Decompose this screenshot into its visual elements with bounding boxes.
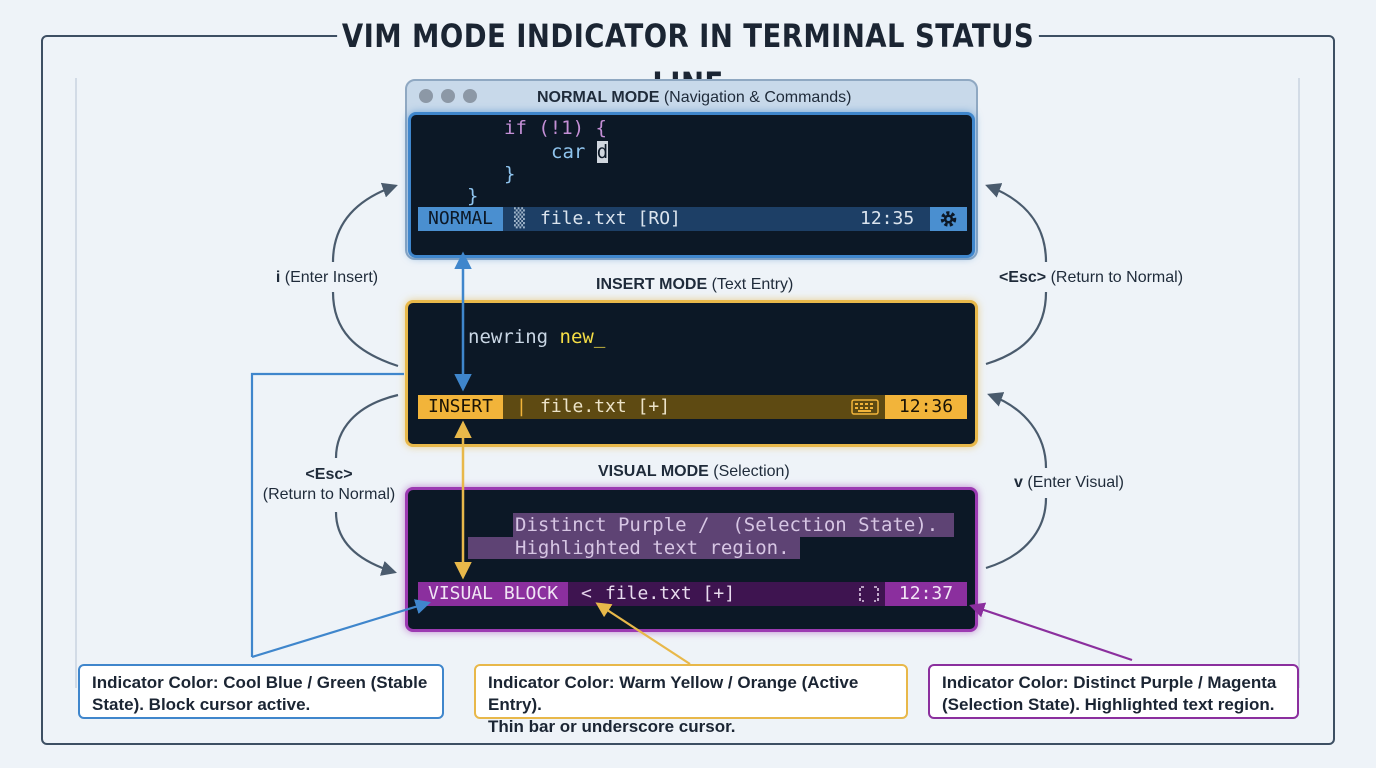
block-cursor: d bbox=[596, 141, 609, 163]
insert-code-text: newring bbox=[468, 326, 560, 348]
selection-highlight bbox=[513, 513, 954, 537]
gear-icon[interactable] bbox=[930, 207, 967, 231]
underscore-cursor: new_ bbox=[559, 326, 606, 348]
callout-line: (Selection State). Highlighted text regi… bbox=[942, 695, 1275, 714]
insert-mode-title-bold: INSERT MODE bbox=[596, 276, 708, 293]
normal-code-line: if (!1) { bbox=[504, 117, 607, 139]
window-controls bbox=[419, 89, 489, 105]
diagram-title: VIM MODE INDICATOR IN TERMINAL STATUS LI… bbox=[337, 12, 1039, 103]
enter-insert-text: (Enter Insert) bbox=[284, 269, 379, 286]
normal-code-line: car d bbox=[551, 140, 609, 164]
bracket-icon bbox=[857, 585, 881, 603]
return-normal-key: <Esc> bbox=[998, 269, 1047, 286]
visual-mode-title-bold: VISUAL MODE bbox=[598, 463, 709, 480]
keyboard-icon bbox=[851, 399, 879, 415]
insert-color-callout: Indicator Color: Warm Yellow / Orange (A… bbox=[474, 664, 908, 736]
callout-line: State). Block cursor active. bbox=[92, 695, 311, 714]
insert-mode-badge: INSERT bbox=[418, 395, 504, 419]
insert-terminal bbox=[405, 300, 978, 447]
visual-return-key: <Esc> bbox=[305, 466, 353, 483]
visual-code-line: Distinct Purple / (Selection State). bbox=[515, 514, 939, 536]
enter-insert-label: i (Enter Insert) bbox=[264, 268, 390, 288]
window-dot-icon bbox=[419, 89, 433, 103]
insert-status-file: file.txt [+] bbox=[540, 396, 671, 417]
right-guide-line bbox=[1298, 78, 1300, 688]
visual-mode-badge: VISUAL BLOCK bbox=[418, 582, 569, 606]
normal-status-file: file.txt [RO] bbox=[540, 208, 681, 229]
visual-return-label: <Esc> (Return to Normal) bbox=[256, 465, 402, 505]
visual-mode-title: VISUAL MODE (Selection) bbox=[598, 462, 790, 482]
insert-status-time: 12:36 bbox=[885, 395, 967, 419]
visual-status-file: file.txt [+] bbox=[605, 583, 736, 604]
window-dot-icon bbox=[441, 89, 455, 103]
return-normal-text: (Return to Normal) bbox=[1050, 269, 1184, 286]
visual-mode-title-rest: (Selection) bbox=[713, 463, 790, 480]
return-normal-label: <Esc> (Return to Normal) bbox=[996, 268, 1186, 288]
normal-status-time: 12:35 bbox=[860, 208, 915, 229]
visual-status-time: 12:37 bbox=[885, 582, 967, 606]
insert-status-line bbox=[418, 395, 967, 419]
visual-code-line: Highlighted text region. bbox=[515, 537, 790, 559]
normal-mode-title-bold: NORMAL MODE bbox=[537, 89, 660, 106]
left-guide-line bbox=[75, 78, 77, 688]
normal-mode-title: NORMAL MODE (Navigation & Commands) bbox=[537, 88, 851, 108]
visual-status-separator: < bbox=[581, 583, 592, 604]
window-dot-icon bbox=[463, 89, 477, 103]
callout-line: Indicator Color: Cool Blue / Green (Stab… bbox=[92, 673, 428, 692]
normal-terminal bbox=[408, 112, 975, 258]
selection-highlight bbox=[468, 537, 800, 559]
insert-status-separator: | bbox=[516, 396, 527, 417]
enter-visual-text: (Enter Visual) bbox=[1027, 474, 1124, 491]
insert-mode-title: INSERT MODE (Text Entry) bbox=[596, 275, 793, 295]
callout-line: Indicator Color: Warm Yellow / Orange (A… bbox=[488, 673, 859, 714]
normal-mode-badge: NORMAL bbox=[418, 207, 504, 231]
visual-return-text: (Return to Normal) bbox=[262, 486, 396, 503]
normal-code-text: car bbox=[551, 141, 597, 163]
callout-line: Indicator Color: Distinct Purple / Magen… bbox=[942, 673, 1277, 692]
visual-terminal bbox=[405, 487, 978, 632]
callout-line: Thin bar or underscore cursor. bbox=[488, 717, 736, 736]
insert-code-line: newring new_ bbox=[468, 325, 605, 349]
visual-color-callout: Indicator Color: Distinct Purple / Magen… bbox=[928, 664, 1299, 719]
enter-insert-key: i bbox=[275, 269, 281, 286]
normal-code-line: } bbox=[504, 163, 516, 185]
normal-mode-title-rest: (Navigation & Commands) bbox=[663, 89, 852, 106]
normal-color-callout: Indicator Color: Cool Blue / Green (Stab… bbox=[78, 664, 444, 719]
normal-status-line bbox=[418, 207, 967, 231]
normal-code-line: } bbox=[467, 185, 479, 207]
enter-visual-key: v bbox=[1014, 474, 1023, 491]
normal-status-separator: ▒ bbox=[514, 208, 525, 229]
enter-visual-label: v (Enter Visual) bbox=[1006, 473, 1132, 493]
insert-mode-title-rest: (Text Entry) bbox=[711, 276, 794, 293]
